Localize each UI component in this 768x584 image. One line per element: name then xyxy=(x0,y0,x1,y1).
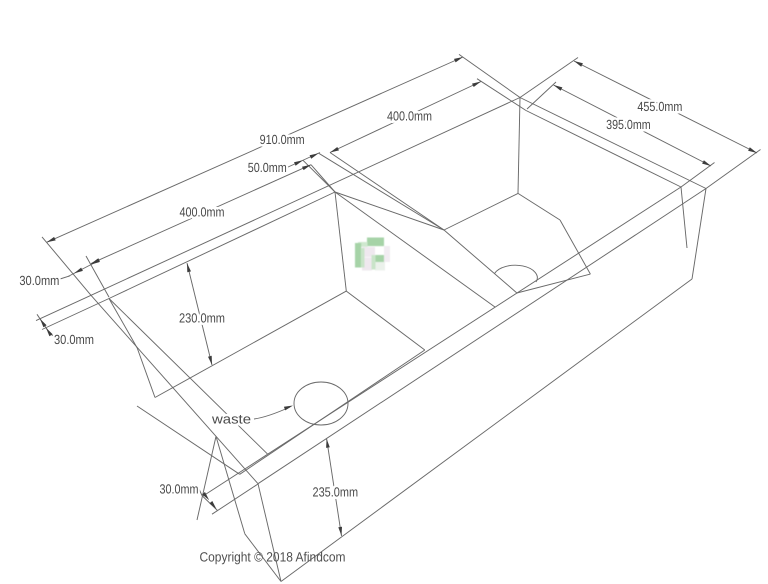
svg-text:400.0mm: 400.0mm xyxy=(180,205,225,220)
svg-text:400.0mm: 400.0mm xyxy=(387,109,432,124)
svg-text:30.0mm: 30.0mm xyxy=(54,332,94,347)
svg-text:235.0mm: 235.0mm xyxy=(313,485,359,500)
svg-text:455.0mm: 455.0mm xyxy=(637,99,682,114)
svg-text:395.0mm: 395.0mm xyxy=(606,117,651,132)
svg-text:910.0mm: 910.0mm xyxy=(260,132,305,147)
svg-text:50.0mm: 50.0mm xyxy=(248,160,287,175)
svg-text:30.0mm: 30.0mm xyxy=(160,481,199,496)
svg-text:30.0mm: 30.0mm xyxy=(19,273,59,288)
svg-text:waste: waste xyxy=(211,412,251,427)
svg-text:230.0mm: 230.0mm xyxy=(179,311,225,326)
svg-text:Copyright © 2018 Afindcom: Copyright © 2018 Afindcom xyxy=(200,550,346,565)
